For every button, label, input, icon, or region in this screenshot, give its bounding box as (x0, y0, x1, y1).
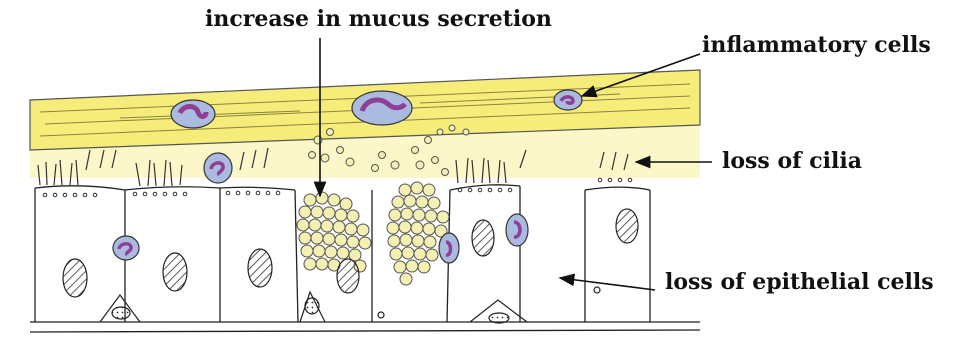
goblet-cell-left (297, 192, 371, 272)
mucus-secretion-label: increase in mucus secretion (205, 8, 552, 30)
loss-of-epithelial-cells-label: loss of epithelial cells (665, 271, 934, 293)
epithelial-arrow (560, 278, 655, 290)
loss-of-cilia-label: loss of cilia (722, 150, 862, 172)
inflammatory-cells-label: inflammatory cells (702, 34, 931, 56)
goblet-cell-right (387, 182, 449, 285)
basal-bodies (43, 178, 632, 197)
